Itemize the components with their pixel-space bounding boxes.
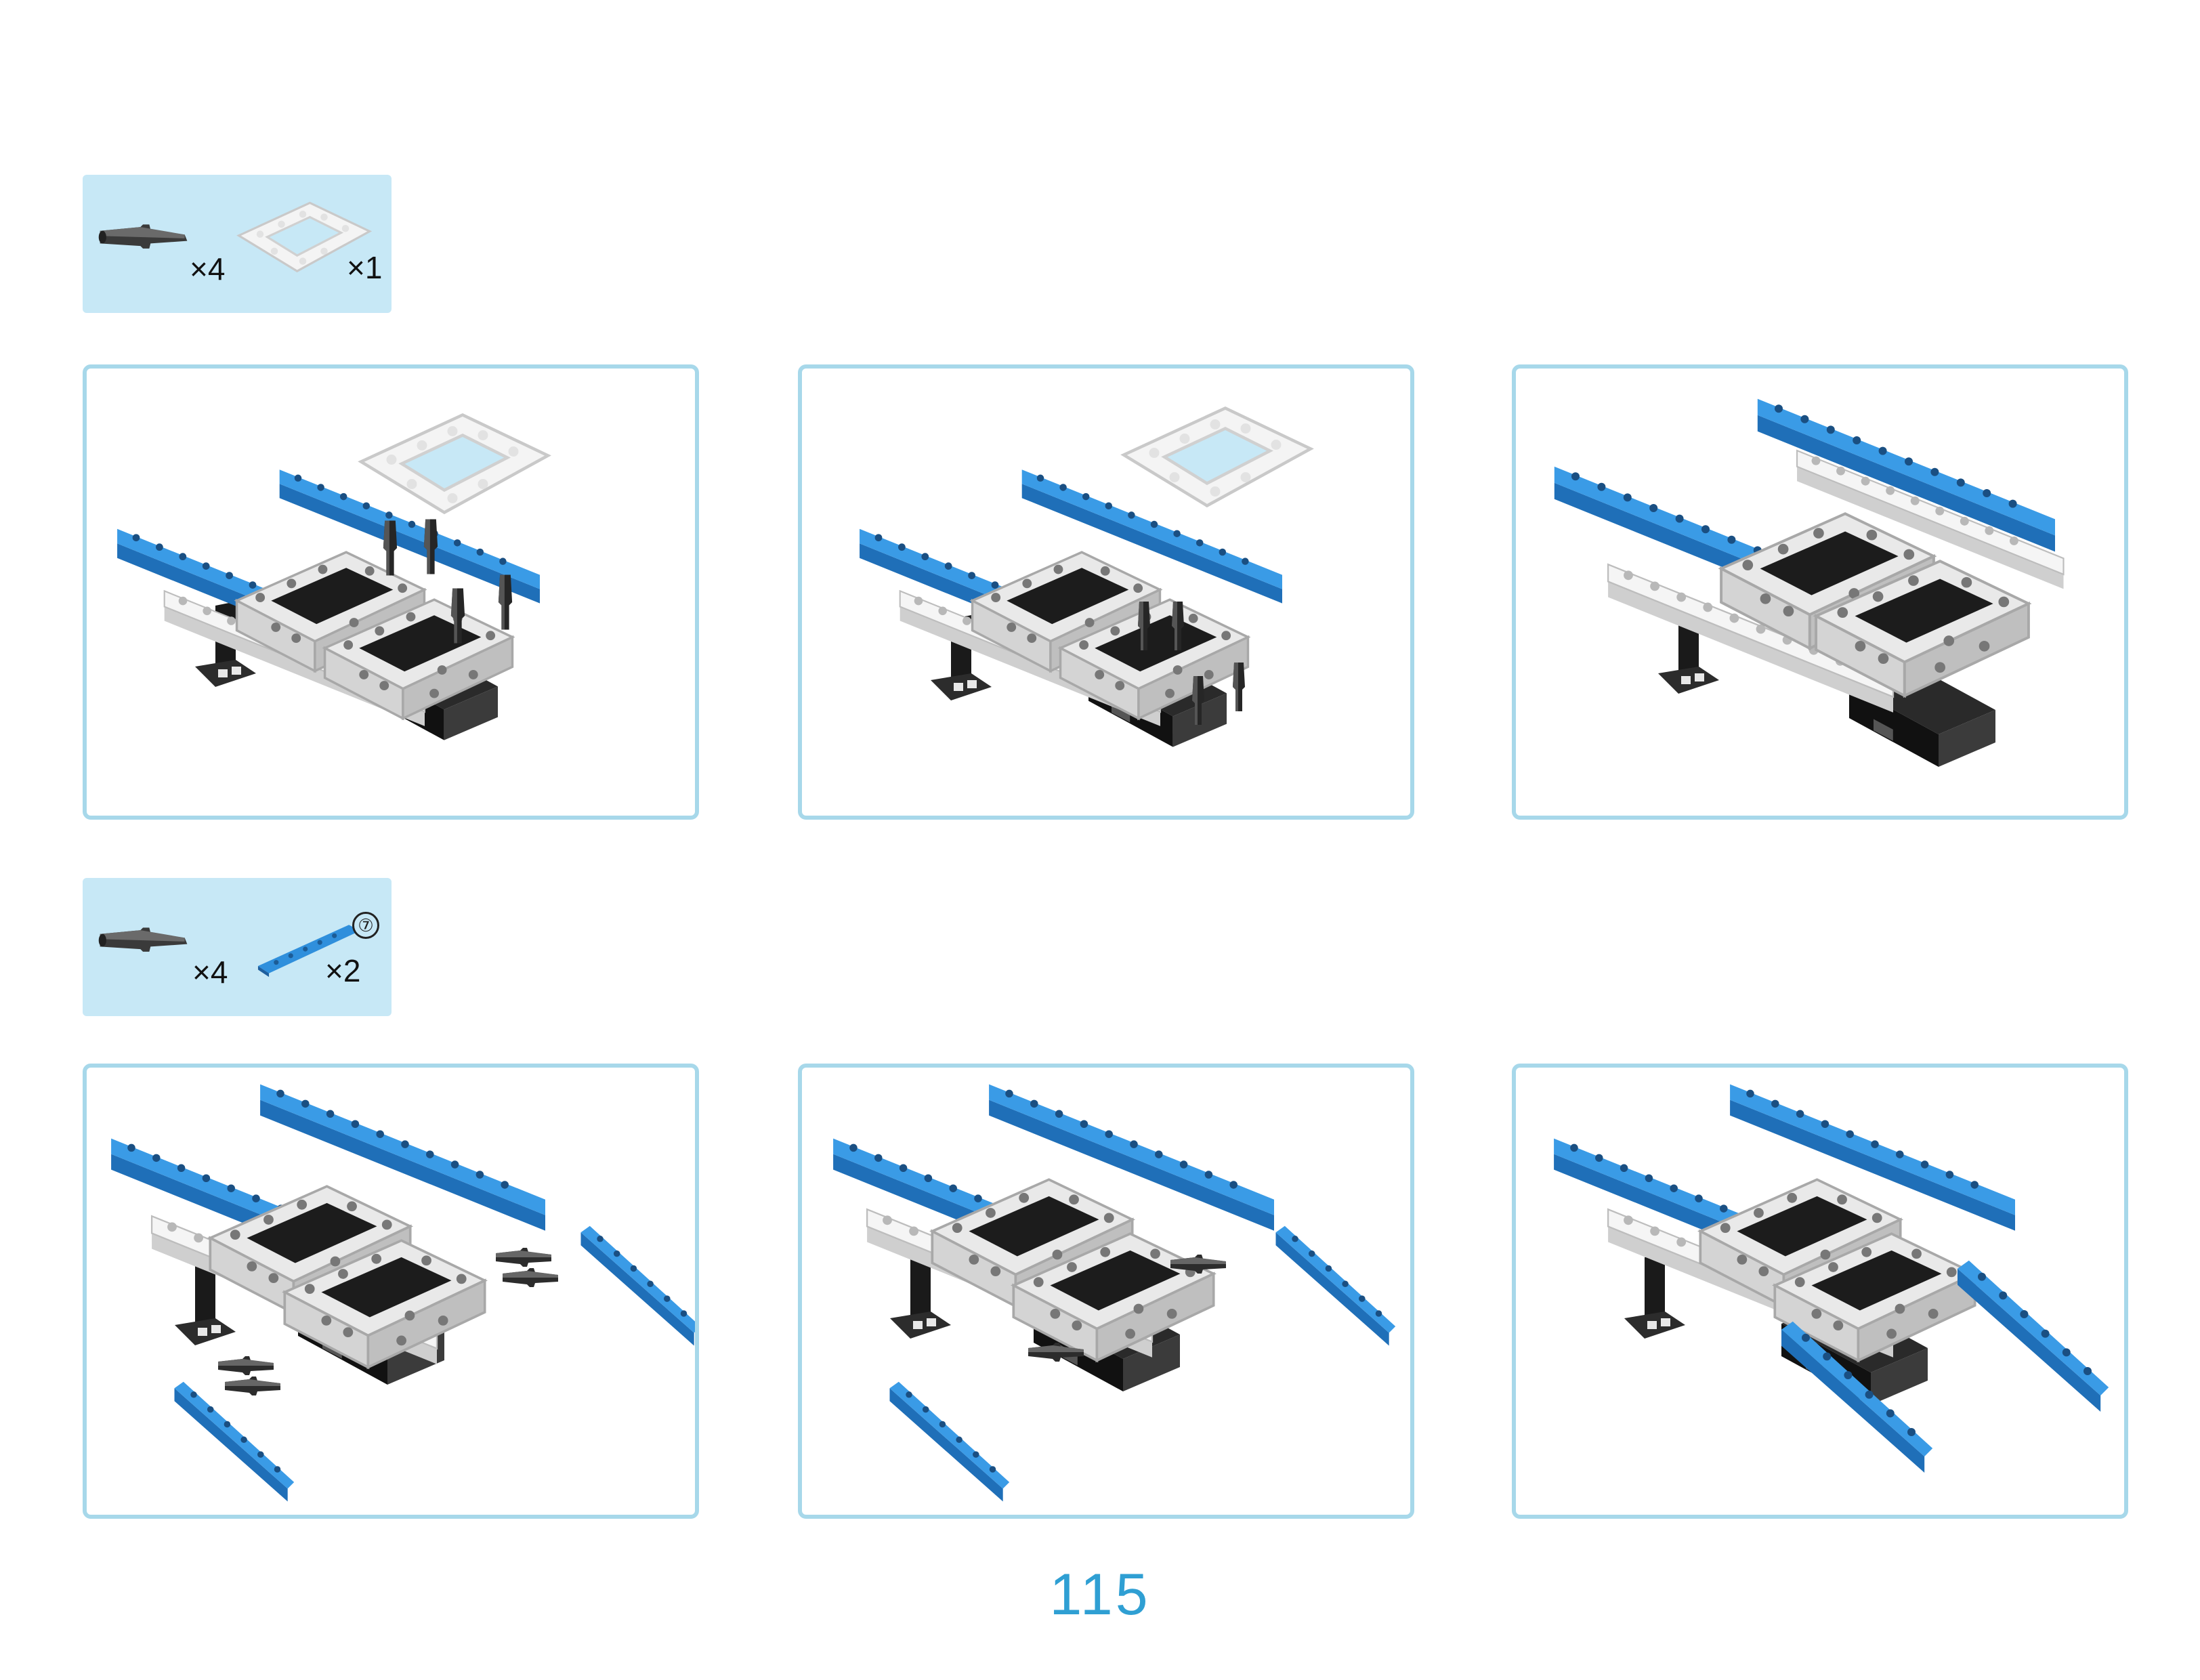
step-1-illustration — [117, 369, 695, 740]
step-2-illustration — [860, 369, 1410, 747]
step-frame-4 — [83, 1064, 699, 1519]
parts-list-2: ×4 ×2 ⑦ — [83, 878, 392, 1016]
connector-pin-icon — [98, 224, 188, 249]
step-frame-6 — [1512, 1064, 2128, 1519]
parts-list-2-pin-qty: ×4 — [192, 954, 228, 990]
step-frame-2 — [798, 364, 1414, 820]
parts-list-1: ×4 ×1 — [83, 175, 392, 313]
step-frame-3 — [1512, 364, 2128, 820]
parts-list-1-art — [98, 201, 371, 273]
step-frame-5 — [798, 1064, 1414, 1519]
step-4-illustration — [111, 1084, 695, 1502]
step-6-illustration — [1554, 1084, 2109, 1473]
parts-list-1-pin-qty: ×4 — [190, 251, 226, 287]
connector-pin-icon — [98, 927, 188, 952]
step-frame-1 — [83, 364, 699, 820]
parts-list-2-art — [98, 925, 360, 978]
page-number: 115 — [1049, 1562, 1151, 1627]
parts-list-1-frame-qty: ×1 — [347, 250, 383, 285]
parts-list-2-beam-qty: ×2 — [325, 953, 361, 988]
step-5-illustration — [833, 1084, 1396, 1502]
step-3-illustration — [1554, 398, 2065, 767]
beam-length-badge: ⑦ — [352, 912, 379, 939]
